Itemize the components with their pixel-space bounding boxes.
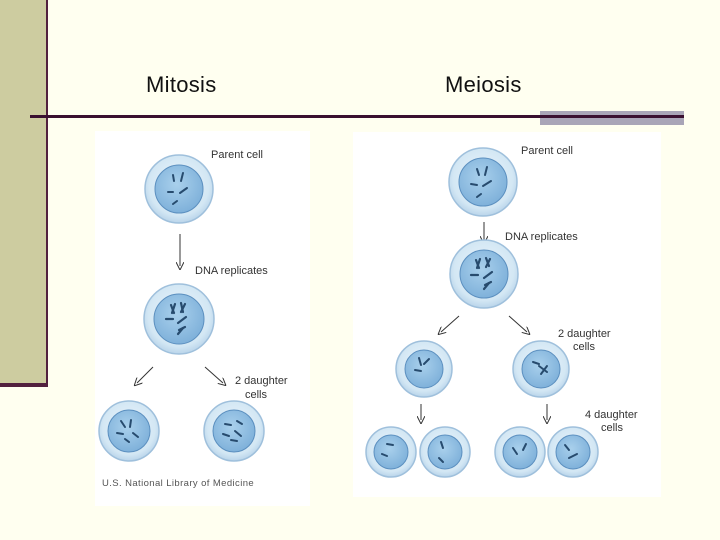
credit-text: U.S. National Library of Medicine [102,478,254,489]
mitosis-arrow-right [204,366,223,383]
meiosis-2daughter-label-2: cells [573,341,596,353]
side-decor-edge [46,0,48,387]
meiosis-granddaughter-cell-1 [365,426,417,478]
rule-accent-block [540,111,684,125]
meiosis-diagram-panel: Parent cell DNA replicates 2 daughter ce… [353,132,661,497]
mitosis-parent-cell [144,154,214,224]
meiosis-replicate-label: DNA replicates [505,231,578,243]
mitosis-replicated-cell [143,283,215,355]
meiosis-arrow-left [441,315,460,332]
meiosis-daughter-cell-1 [395,340,453,398]
mitosis-parent-label: Parent cell [211,149,263,161]
meiosis-4daughter-label-1: 4 daughter [585,409,638,421]
mitosis-diagram: Parent cell DNA replicates 2 daughter ce… [98,149,288,489]
mitosis-daughter-cell-1 [98,400,160,462]
title-mitosis: Mitosis [146,72,217,97]
mitosis-diagram-panel: Parent cell DNA replicates 2 daughter ce… [95,131,310,506]
meiosis-4daughter-label-2: cells [601,422,624,434]
title-rule [30,115,684,118]
mitosis-daughter-label-1: 2 daughter [235,375,288,387]
mitosis-arrow-left [137,366,154,383]
meiosis-replicated-cell [449,239,519,309]
meiosis-parent-label: Parent cell [521,145,573,157]
meiosis-diagram: Parent cell DNA replicates 2 daughter ce… [365,145,638,478]
mitosis-daughter-label-2: cells [245,389,268,401]
side-decor-bottom [0,383,48,387]
meiosis-parent-cell [448,147,518,217]
meiosis-arrow-right [508,315,527,332]
side-decor-bar [0,0,46,383]
title-meiosis: Meiosis [445,72,522,97]
meiosis-daughter-cell-2 [512,340,570,398]
mitosis-daughter-cell-2 [203,400,265,462]
mitosis-replicate-label: DNA replicates [195,265,268,277]
meiosis-granddaughter-cell-4 [547,426,599,478]
meiosis-granddaughter-cell-3 [494,426,546,478]
meiosis-granddaughter-cell-2 [419,426,471,478]
meiosis-2daughter-label-1: 2 daughter [558,328,611,340]
